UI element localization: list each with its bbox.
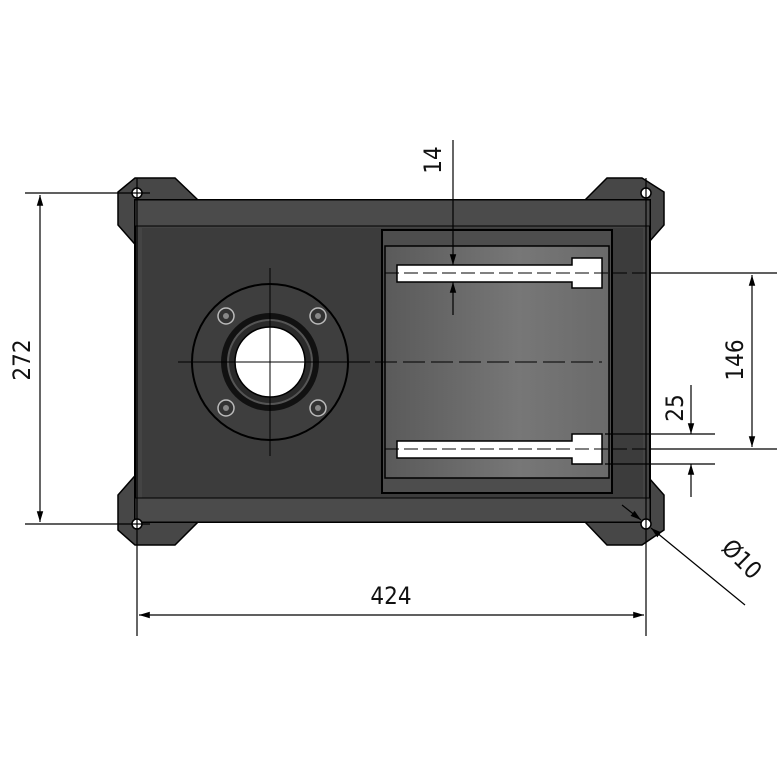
- dim-width-424: 424: [370, 582, 411, 610]
- dim-slot-14: 14: [419, 146, 447, 173]
- dim-slot-head-25: 25: [661, 394, 689, 421]
- round-flange: [178, 268, 370, 456]
- dim-hole-diameter: Ø10: [716, 534, 767, 585]
- dim-slot-spacing-146: 146: [721, 339, 749, 380]
- dim-height-272: 272: [8, 339, 36, 380]
- dimension-lines: [25, 140, 777, 636]
